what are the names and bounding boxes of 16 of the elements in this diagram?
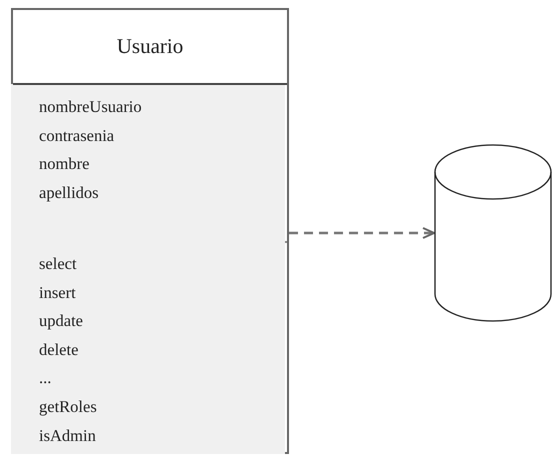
class-compartment [11,84,285,241]
member-name: getRoles [39,396,97,418]
member-name: contrasenia [39,124,114,147]
member-name: insert [39,282,76,304]
member-name: nombre [39,153,90,176]
class-compartment [11,241,285,454]
member-name: delete [39,338,78,361]
member-name: select [39,253,77,275]
member-name: update [39,310,83,332]
member-name: isAdmin [39,424,96,447]
class-name: Usuario [116,33,184,60]
dependency-arrow [289,227,435,239]
class-box [11,8,289,454]
member-name: apellidos [39,182,99,204]
member-name: ... [39,367,52,390]
member-name: nombreUsuario [39,96,142,118]
